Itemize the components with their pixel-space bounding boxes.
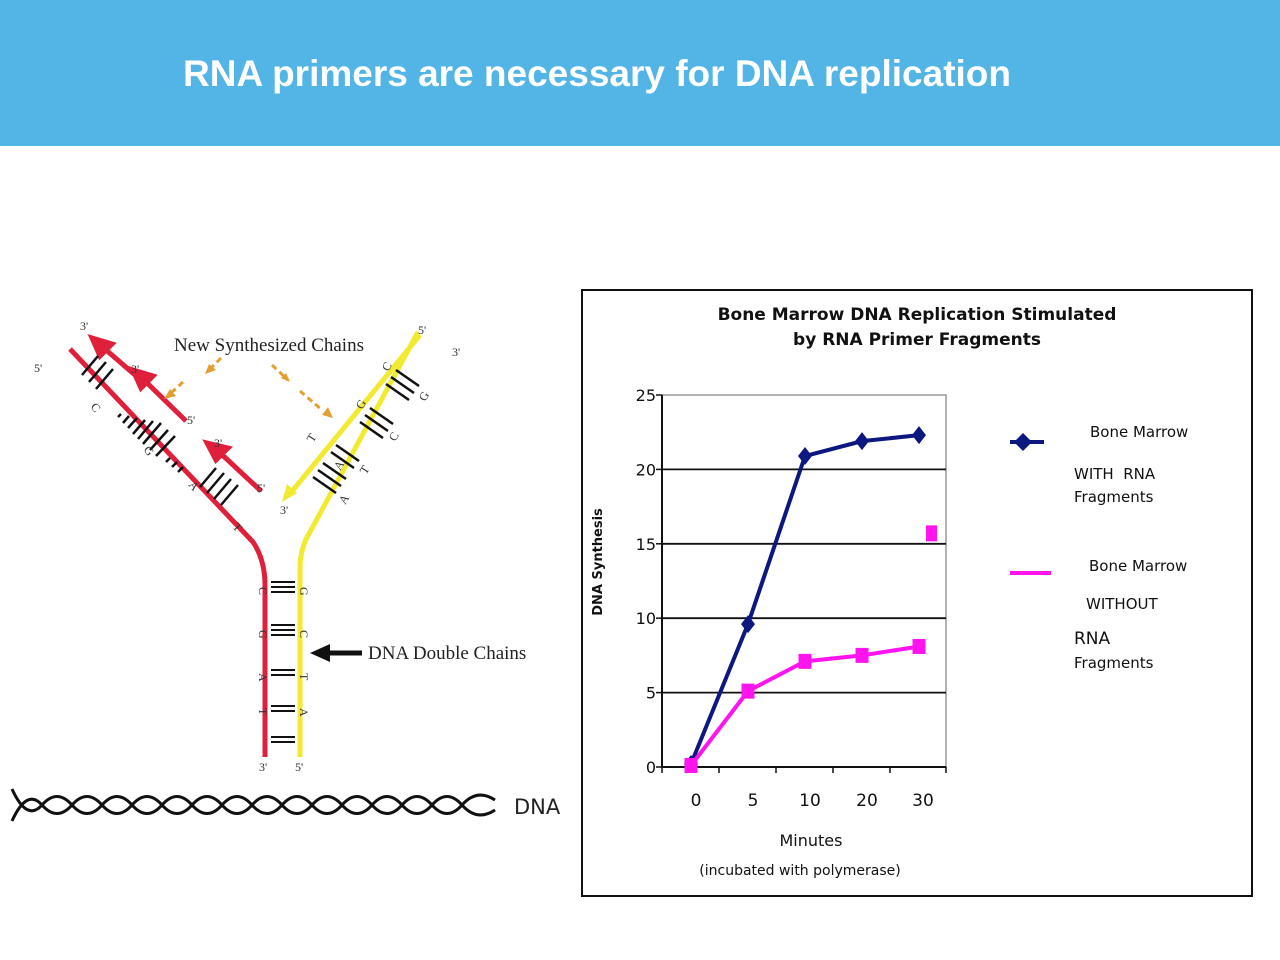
series-1-point: [741, 615, 755, 634]
legend-without-rna-line-3: RNA: [1074, 629, 1111, 649]
red-frag3-end-3: 3': [214, 436, 222, 450]
stem-red-base-3: A: [256, 673, 270, 682]
stem-red-base-1: C: [256, 587, 270, 595]
red-template-strand: [68, 347, 268, 757]
yellow-template-strand: [297, 330, 421, 757]
title-banner: [0, 0, 1280, 146]
stem-red-end: 3': [259, 760, 267, 774]
dna-label: DNA: [514, 795, 561, 819]
red-arm-base-pairs: [81, 355, 239, 506]
red-new-fragments: [87, 334, 263, 493]
legend-without-rna-line-2: WITHOUT: [1086, 595, 1158, 613]
legend-with-rna: Bone Marrow WITH RNA Fragments: [1010, 423, 1188, 506]
stem-yellow-base-3: T: [297, 673, 311, 681]
legend-with-rna-line-1: Bone Marrow: [1090, 423, 1188, 441]
series-2-point: [741, 683, 755, 699]
x-axis-label: Minutes: [780, 831, 843, 850]
yellow-arm-base-pairs: [312, 368, 420, 495]
x-tick-label: 5: [748, 791, 759, 811]
legend-with-rna-line-2: WITH RNA: [1074, 465, 1156, 483]
stem-yellow-end: 5': [295, 760, 303, 774]
chart-frame: [581, 289, 1253, 897]
red-frag2-end-5: 5': [187, 413, 195, 427]
series-1-point: [855, 432, 869, 451]
stem-red-base-4: T: [256, 708, 270, 716]
chart-title-line-1: Bone Marrow DNA Replication Stimulated: [718, 305, 1117, 325]
stem-yellow-base-1: G: [297, 587, 311, 596]
yellow-new-end-3: 3': [280, 503, 288, 517]
series-2-point: [912, 638, 926, 654]
y-tick-label: 0: [646, 758, 656, 777]
stem-yellow-base-4: A: [297, 708, 311, 717]
double-chains-label: DNA Double Chains: [368, 643, 526, 664]
x-axis-sublabel: (incubated with polymerase): [699, 863, 900, 879]
yellow-template-end-5: 5': [418, 323, 426, 337]
y-tick-label: 20: [636, 460, 656, 479]
x-tick-label: 30: [912, 791, 934, 811]
legend-without-rna: Bone Marrow WITHOUT RNA Fragments: [1010, 557, 1187, 672]
stem-yellow-base-2: C: [297, 630, 311, 638]
y-tick-label: 25: [636, 386, 656, 405]
stem-red-base-2: G: [256, 630, 270, 639]
series-2-point: [684, 758, 698, 774]
legend-without-rna-line-1: Bone Marrow: [1089, 557, 1187, 575]
x-tick-label: 10: [799, 791, 821, 811]
stem-base-pairs: [271, 581, 295, 743]
yellow-arm-end-3: 3': [452, 345, 460, 359]
slide-title: RNA primers are necessary for DNA replic…: [183, 53, 1012, 94]
x-tick-label: 0: [691, 791, 702, 811]
dna-double-helix: [10, 788, 496, 822]
legend-with-rna-marker: [1014, 433, 1032, 451]
legend-without-rna-line-4: Fragments: [1074, 654, 1154, 672]
series-1-point: [798, 447, 812, 466]
y-tick-label: 15: [636, 535, 656, 554]
yellow-new-strand: [282, 333, 422, 502]
chart-title-line-2: by RNA Primer Fragments: [793, 330, 1041, 350]
series-2-point: [855, 647, 869, 663]
x-tick-label: 20: [856, 791, 878, 811]
chart-legend: Bone Marrow WITH RNA Fragments Bone Marr…: [1010, 423, 1188, 672]
y-axis-label: DNA Synthesis: [591, 508, 606, 616]
series-1-point: [912, 426, 926, 445]
red-arm-end-5: 5': [34, 361, 42, 375]
helix-strand-b: [10, 795, 496, 822]
y-tick-label: 10: [636, 609, 656, 628]
series-2-point: [798, 653, 812, 669]
legend-with-rna-line-3: Fragments: [1074, 488, 1154, 506]
red-frag3-end-5: 5': [257, 481, 265, 495]
red-frag1-end-3: 3': [80, 319, 88, 333]
y-tick-label: 5: [646, 684, 656, 703]
new-chains-pointer-heads: [164, 364, 333, 418]
stray-marker: [926, 525, 937, 542]
red-frag2-end-3: 3': [131, 362, 139, 376]
double-chains-pointer: [310, 644, 362, 662]
new-chains-label: New Synthesized Chains: [174, 335, 364, 356]
